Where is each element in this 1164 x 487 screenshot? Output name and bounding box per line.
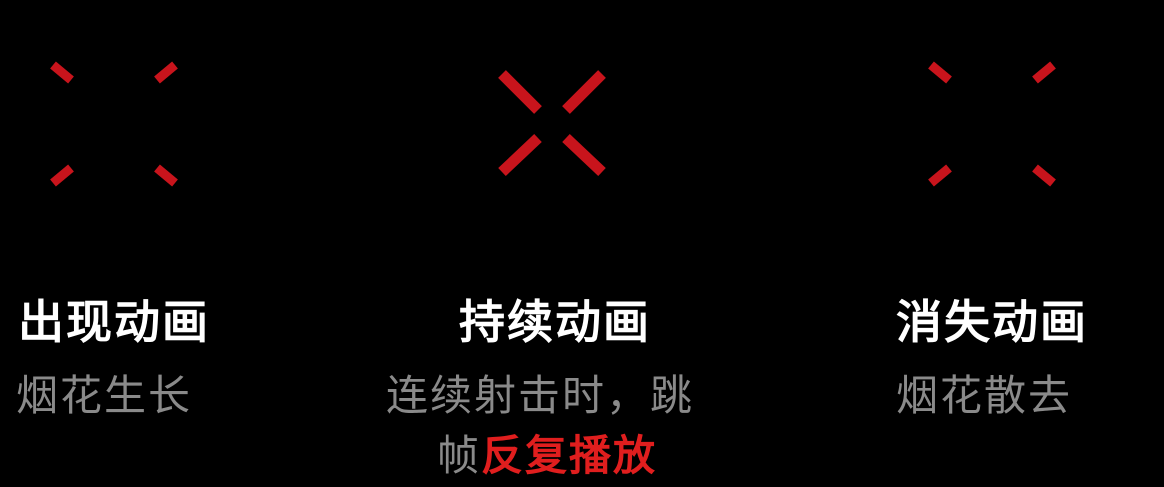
crosshair-tick-top-left (498, 70, 542, 114)
crosshair-tick-top-right (1032, 61, 1056, 84)
crosshair-tick-top-left (928, 61, 952, 84)
crosshair-continuous-icon (498, 70, 606, 176)
panel-subtitle-continuous: 连续射击时，跳 (386, 371, 695, 420)
crosshair-tick-top-right (154, 61, 178, 84)
panel-title-disappear: 消失动画 (896, 295, 1088, 349)
crosshair-tick-top-left (50, 61, 74, 84)
crosshair-tick-bottom-left (498, 134, 542, 176)
crosshair-disappear-icon (928, 61, 1056, 187)
panel-title-appear: 出现动画 (18, 295, 210, 349)
crosshair-tick-top-right (562, 70, 606, 114)
subtitle-plain-text: 帧 (437, 431, 482, 480)
panel-title-continuous: 持续动画 (459, 295, 651, 349)
subtitle-accent-text: 反复播放 (481, 431, 658, 480)
panel-subtitle-disappear: 烟花散去 (896, 371, 1073, 420)
panel-subtitle-continuous-line2: 帧反复播放 (437, 422, 657, 483)
crosshair-appear-icon (50, 61, 178, 187)
crosshair-tick-bottom-left (928, 164, 952, 187)
crosshair-tick-bottom-right (562, 134, 606, 176)
crosshair-tick-bottom-right (154, 164, 178, 187)
crosshair-tick-bottom-left (50, 164, 74, 187)
crosshair-tick-bottom-right (1032, 164, 1056, 187)
panel-subtitle-appear: 烟花生长 (16, 371, 193, 420)
